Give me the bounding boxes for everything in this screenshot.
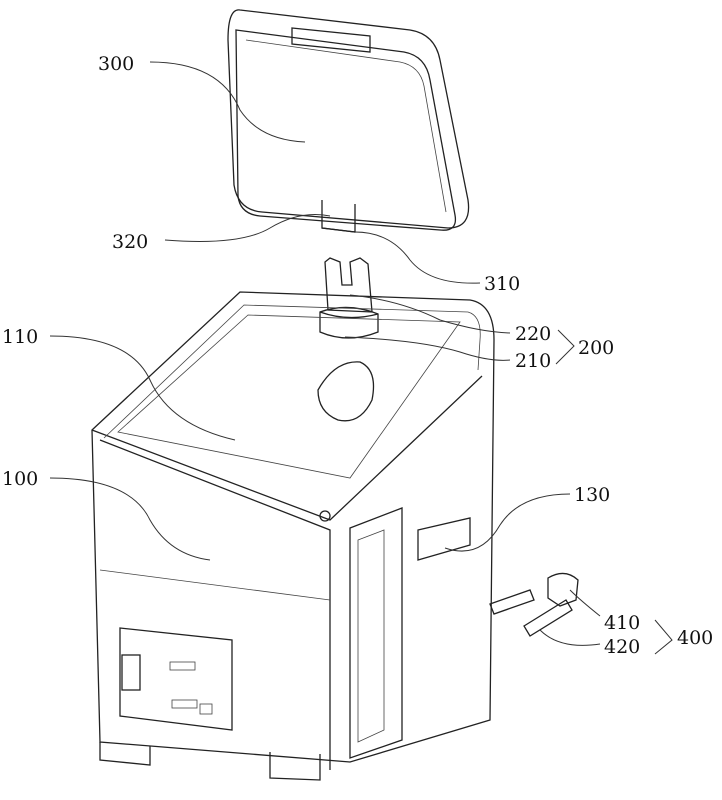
side-parts bbox=[489, 572, 579, 637]
label-320: 320 bbox=[112, 231, 148, 253]
label-110: 110 bbox=[2, 326, 38, 348]
leader-lines bbox=[49, 61, 673, 655]
display-panel bbox=[227, 9, 470, 233]
label-410: 410 bbox=[604, 612, 640, 634]
label-210: 210 bbox=[515, 350, 551, 372]
main-body bbox=[91, 291, 495, 781]
label-130: 130 bbox=[574, 484, 610, 506]
label-200: 200 bbox=[578, 337, 614, 359]
label-220: 220 bbox=[515, 323, 551, 345]
label-420: 420 bbox=[604, 636, 640, 658]
label-400: 400 bbox=[677, 627, 713, 649]
label-300: 300 bbox=[98, 53, 134, 75]
label-310: 310 bbox=[484, 273, 520, 295]
label-100: 100 bbox=[2, 468, 38, 490]
